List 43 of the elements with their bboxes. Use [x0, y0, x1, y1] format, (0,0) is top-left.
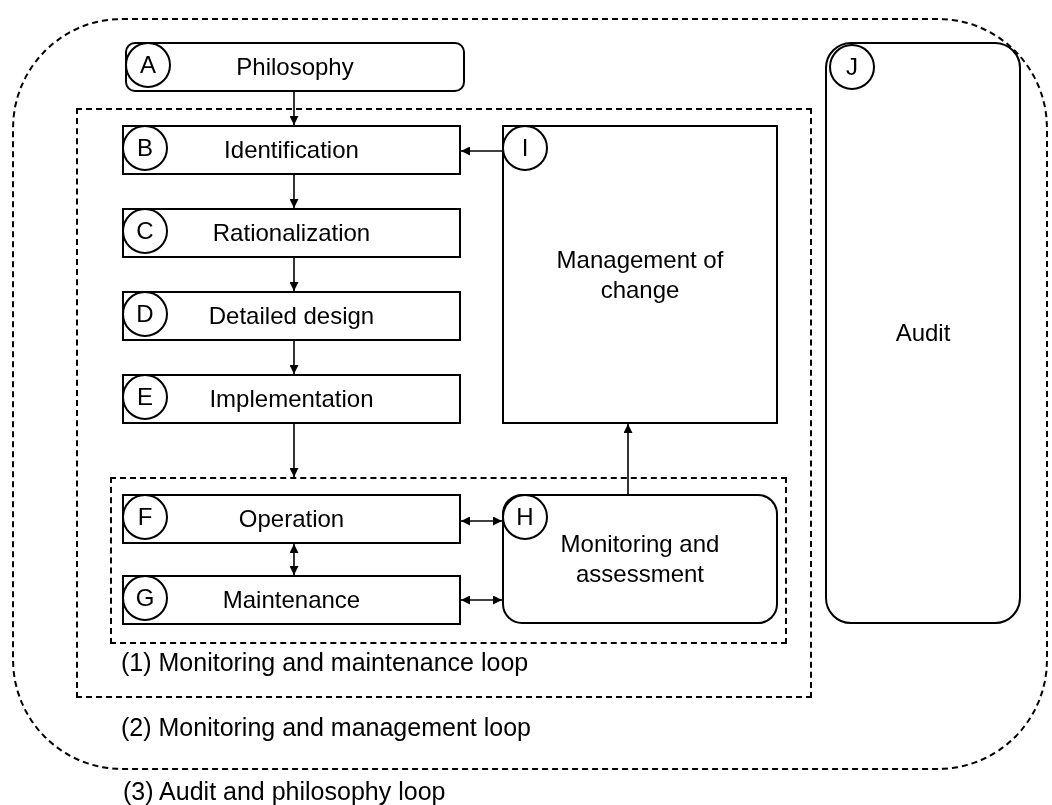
step-label: Audit: [894, 318, 952, 348]
letter-circle: D: [122, 291, 168, 337]
step-label: Rationalization: [211, 218, 372, 248]
process-box: [125, 42, 465, 92]
step-label: Implementation: [208, 384, 375, 414]
letter-circle: E: [122, 374, 168, 420]
process-box: [122, 208, 461, 258]
arrow: [289, 174, 299, 209]
loop-label: (1) Monitoring and maintenance loop: [121, 649, 529, 677]
step-label: Philosophy: [235, 52, 355, 82]
process-box: [122, 575, 461, 625]
arrow: [289, 257, 299, 292]
process-box: [502, 494, 778, 624]
arrow: [289, 340, 299, 375]
process-box: [122, 125, 461, 175]
letter-circle: I: [502, 125, 548, 171]
arrow: [460, 516, 503, 526]
loop-label: (2) Monitoring and management loop: [121, 714, 531, 742]
process-box: [122, 494, 461, 544]
letter-circle: F: [122, 494, 168, 540]
step-label: Management of change: [555, 244, 725, 305]
process-box: [502, 125, 778, 424]
loop-label: (3) Audit and philosophy loop: [123, 778, 446, 805]
arrow: [460, 146, 503, 156]
arrow: [289, 543, 299, 576]
letter-circle: C: [122, 208, 168, 254]
letter-circle: B: [122, 125, 168, 171]
step-label: Monitoring and assessment: [559, 529, 721, 589]
letter-circle: J: [829, 44, 875, 90]
letter-circle: H: [502, 494, 548, 540]
step-label: Maintenance: [221, 585, 362, 615]
process-box: [122, 291, 461, 341]
arrow: [623, 423, 633, 495]
step-label: Detailed design: [207, 301, 376, 331]
arrow: [289, 423, 299, 478]
step-label: Operation: [237, 504, 346, 534]
process-box: [122, 374, 461, 424]
letter-circle: G: [122, 575, 168, 621]
step-label: Identification: [223, 135, 360, 165]
arrow: [460, 595, 503, 605]
letter-circle: A: [125, 42, 171, 88]
process-box: [825, 42, 1021, 624]
arrow: [289, 91, 299, 126]
